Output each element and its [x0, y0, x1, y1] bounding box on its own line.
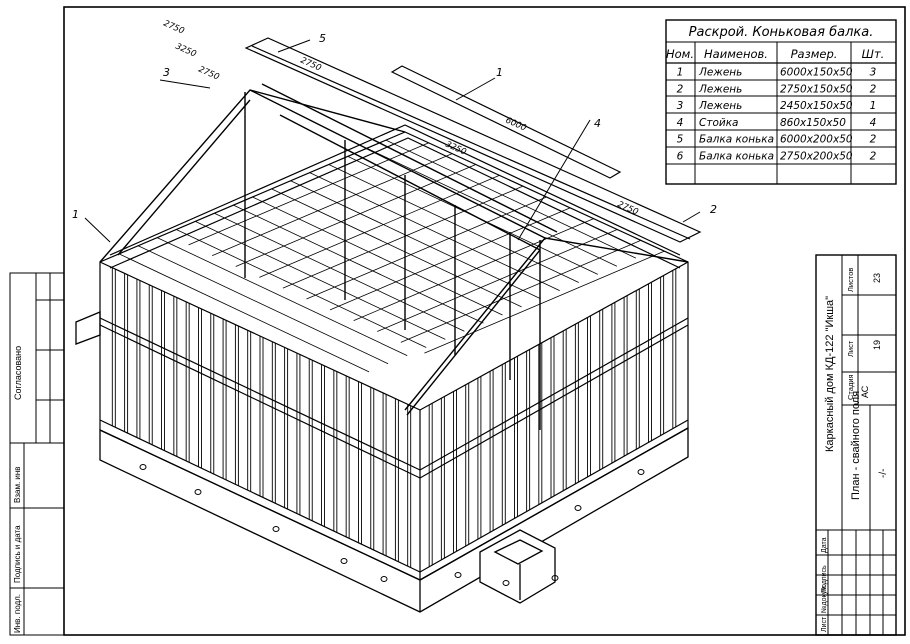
loose-beams: [244, 37, 702, 243]
left-stamp: [9, 272, 65, 636]
title-block-grid: [815, 254, 897, 636]
floor-joist: [188, 142, 429, 246]
floor-joist: [195, 221, 446, 340]
floor-joist: [252, 196, 503, 316]
floor-joist: [233, 204, 484, 324]
dim-2750-c: 2750: [299, 56, 323, 74]
floor-joist: [366, 147, 618, 267]
spec-cell: 2750х200х50: [780, 151, 853, 163]
spec-cell: 4: [870, 117, 877, 129]
col-header-size: Размер.: [791, 47, 838, 61]
wall-plates: [99, 124, 689, 580]
dimension-labels: 2750 3250 2750 2750 6000 2750 3250: [162, 19, 640, 218]
sheets-label: Листов: [846, 268, 855, 292]
spec-table-grid: [665, 19, 897, 185]
floor-joist: [118, 253, 370, 373]
foundation-base: [75, 311, 689, 613]
floor-joist: [385, 139, 637, 259]
floor-joists: [118, 139, 665, 373]
spec-cell: 2: [870, 134, 877, 146]
roof-frame: [99, 83, 689, 430]
pile-holes: [139, 464, 645, 586]
stamp-label-inv: Инв. подл.: [13, 594, 22, 633]
dim-3250-a: 3250: [174, 42, 198, 60]
callouts: 1 3 5 1 4 2: [72, 32, 717, 221]
wall-studs-right: [428, 268, 677, 567]
spec-cell: Балка конька: [699, 134, 774, 146]
title-block-bottom-labels: Лист №докум. Подпись Дата: [821, 537, 828, 632]
floor-joist: [176, 229, 427, 348]
dim-6000: 6000: [504, 116, 528, 134]
spec-cell: 6000х150х50: [780, 67, 853, 79]
callout-leaders: [84, 39, 701, 243]
col-header-qty: Шт.: [862, 47, 885, 61]
project-title: Каркасный дом КД-122 "Икша": [824, 296, 836, 452]
floor-joist: [400, 239, 641, 343]
dim-2750-a: 2750: [162, 19, 186, 37]
spec-cell: Стойка: [699, 117, 738, 129]
sheet-border: [63, 6, 906, 636]
callout-4: 4: [594, 117, 601, 130]
spec-cell: 2750х150х50: [780, 83, 853, 95]
floor-joist: [328, 164, 579, 283]
callout-2: 2: [710, 203, 717, 216]
spec-cell: 860х150х50: [780, 117, 846, 129]
spec-cell: 2: [870, 151, 877, 163]
spec-cell: Лежень: [698, 100, 742, 112]
col-header-name: Наименов.: [704, 47, 768, 61]
dim-2750-b: 2750: [197, 65, 221, 83]
floor-joist: [157, 237, 408, 356]
sheet-title: План - свайного поля: [850, 391, 862, 500]
tb-label-podpis: Подпись: [821, 565, 828, 593]
sheets-value: 23: [872, 273, 882, 283]
floor-joist: [282, 185, 524, 289]
spec-cell: 3: [677, 100, 684, 112]
floor-joist: [214, 212, 465, 332]
spec-cell: 2: [870, 83, 877, 95]
spec-cell: 2450х150х50: [780, 100, 853, 112]
scale-mark: -/-: [878, 469, 889, 478]
tb-label-ndoc: №докум.: [821, 584, 828, 613]
floor-joist: [306, 196, 547, 300]
sheet-label: Лист: [846, 340, 855, 357]
stamp-label-zam: Взам. инв: [13, 466, 22, 503]
floor-joist: [377, 229, 618, 332]
floor-joist: [259, 174, 500, 278]
sheet-value: 19: [872, 340, 882, 350]
spec-table-header: Ном. Наименов. Размер. Шт.: [666, 47, 884, 61]
stage-value: АС: [860, 385, 870, 398]
spec-cell: Лежень: [698, 83, 742, 95]
spec-cell: 1: [677, 67, 684, 79]
floor-joist: [271, 188, 522, 308]
spec-cell: Балка конька: [699, 151, 774, 163]
spec-cell: 1: [870, 100, 877, 112]
tb-label-date: Дата: [821, 537, 828, 553]
spec-table-title: Раскрой. Коньковая балка.: [689, 25, 874, 40]
spec-cell: 6000х200х50: [780, 134, 853, 146]
spec-cell: 2: [677, 83, 684, 95]
stage-label: Стадия: [846, 374, 855, 400]
spec-cell: 4: [677, 117, 684, 129]
floor-joist: [235, 164, 476, 267]
spec-cell: 3: [870, 67, 877, 79]
col-header-num: Ном.: [666, 47, 694, 61]
stamp-label-podpis: Подпись и дата: [13, 525, 22, 583]
callout-1-left: 1: [72, 208, 79, 221]
floor-joist: [137, 245, 389, 365]
callout-3: 3: [163, 66, 170, 79]
spec-cell: 6: [677, 151, 684, 163]
callout-5: 5: [319, 32, 326, 45]
tb-label-list: Лист: [821, 616, 828, 632]
callout-1-top: 1: [496, 66, 503, 79]
floor-joist: [290, 180, 541, 300]
spec-cell: 5: [677, 134, 684, 146]
floor-joist: [353, 218, 594, 322]
house-frame-drawing: [75, 37, 702, 613]
spec-cell: Лежень: [698, 67, 742, 79]
wall-studs-left: [111, 267, 412, 568]
floor-joist: [329, 207, 571, 311]
stamp-agreed: Согласовано: [13, 346, 23, 400]
